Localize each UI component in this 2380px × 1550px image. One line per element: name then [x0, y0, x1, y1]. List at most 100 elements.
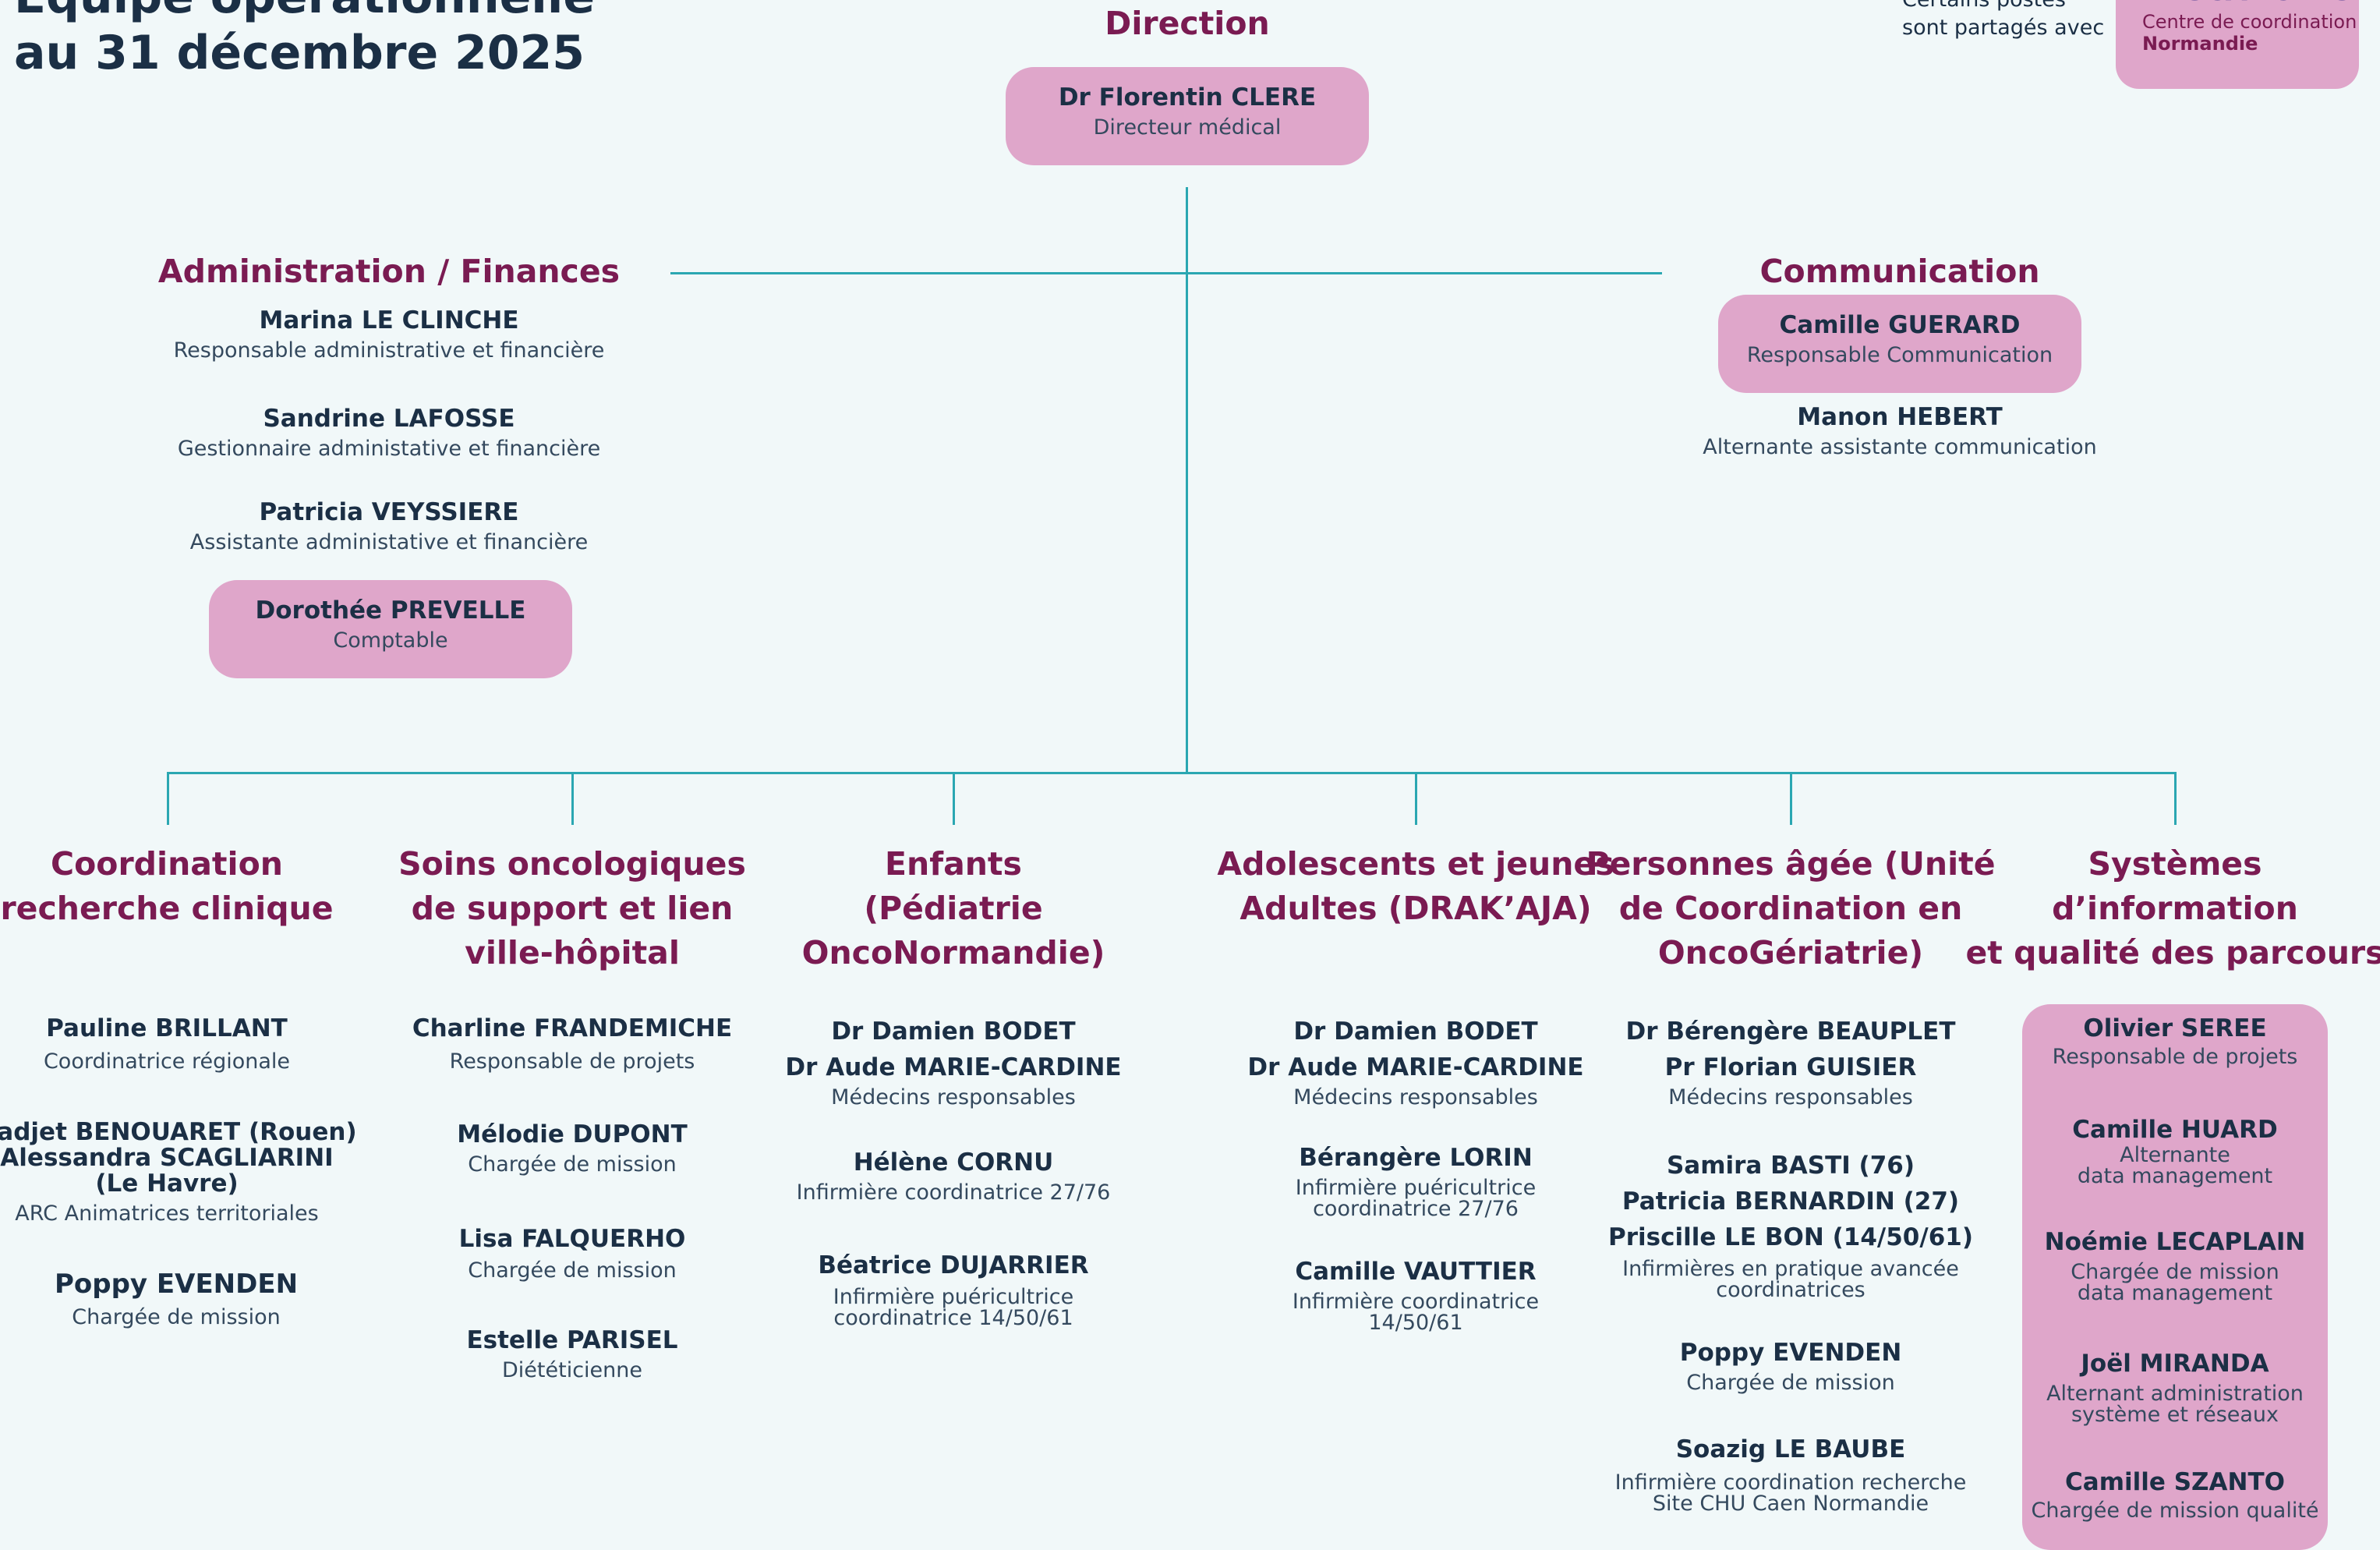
person-name: Alessandra SCAGLIARINI — [0, 1144, 334, 1172]
connector-drop-1 — [167, 772, 169, 825]
person-name: Bérangère LORIN — [1299, 1144, 1533, 1172]
information-systems-highlight-card: Olivier SEREE Responsable de projets Cam… — [2022, 1004, 2328, 1550]
column-person: Olivier SEREE Responsable de projets — [2022, 1014, 2328, 1067]
column-children: Enfants (Pédiatrie OncoNormandie) Dr Dam… — [727, 842, 1179, 1341]
column-heading: Adolescents et jeunes Adultes (DRAK’AJA) — [1190, 842, 1642, 931]
heading-line: ville-hôpital — [465, 934, 680, 971]
person-role: Médecins responsables — [831, 1085, 1076, 1109]
shared-note-line-1: Certains postes — [1902, 0, 2104, 14]
heading-line: Adolescents et jeunes — [1217, 845, 1614, 883]
heading-line: Soins oncologiques — [398, 845, 746, 883]
person-role: Coordinatrice régionale — [43, 1049, 291, 1074]
column-person: Dr Damien BODET Dr Aude MARIE-CARDINE Mé… — [727, 1014, 1179, 1108]
person-name: Sandrine LAFOSSE — [263, 405, 515, 433]
connector-drop-4 — [1415, 772, 1417, 825]
person-name: Patricia VEYSSIERE — [259, 498, 519, 526]
heading-line: Systèmes — [2088, 845, 2262, 883]
person-role: Médecins responsables — [1668, 1085, 1913, 1109]
direction-heading: Direction — [1105, 5, 1270, 42]
column-heading: Systèmes d’information et qualité des pa… — [1949, 842, 2380, 975]
admin-section: Administration / Finances Marina LE CLIN… — [151, 249, 627, 686]
column-person: Dr Bérengère BEAUPLET Pr Florian GUISIER… — [1565, 1014, 2017, 1108]
column-person: Bérangère LORIN Infirmière puéricultrice… — [1190, 1143, 1642, 1219]
person-name: Noémie LECAPLAIN — [2044, 1228, 2306, 1256]
column-person: Nadjet BENOUARET (Rouen) Alessandra SCAG… — [0, 1118, 393, 1225]
person-role: Assistante administative et financière — [189, 530, 589, 554]
person-role: Infirmière coordinatrice 27/76 — [796, 1180, 1111, 1205]
person-name: Estelle PARISEL — [466, 1326, 678, 1354]
heading-line: de support et lien — [411, 890, 734, 927]
heading-line: OncoNormandie) — [801, 934, 1105, 971]
person-role: Infirmière puéricultrice — [833, 1285, 1074, 1309]
connector-upper-branch — [670, 272, 1662, 274]
person-name: Camille VAUTTIER — [1295, 1258, 1537, 1286]
column-young-adults: Adolescents et jeunes Adultes (DRAK’AJA)… — [1190, 842, 1642, 1341]
connector-drop-6 — [2174, 772, 2177, 825]
person-name: Dr Bérengère BEAUPLET — [1625, 1017, 1956, 1046]
admin-person: Patricia VEYSSIERE Assistante administat… — [151, 497, 627, 553]
person-role: coordinatrice 14/50/61 — [833, 1306, 1073, 1330]
heading-line: Enfants — [885, 845, 1022, 883]
column-person: Soazig LE BAUBE Infirmière coordination … — [1565, 1435, 2017, 1514]
person-role: 14/50/61 — [1368, 1311, 1463, 1335]
logo-subtitle: Centre de coordination — [2142, 11, 2357, 33]
person-role: Alternant administration — [2046, 1382, 2304, 1406]
person-role: Infirmières en pratique avancée — [1622, 1257, 1959, 1281]
person-name: Camille HUARD — [2072, 1116, 2278, 1144]
admin-heading: Administration / Finances — [157, 253, 621, 290]
person-name: Béatrice DUJARRIER — [818, 1251, 1089, 1279]
page-title-line-2: au 31 décembre 2025 — [14, 26, 585, 80]
communication-highlight-card: Camille GUERARD Responsable Communicatio… — [1718, 295, 2081, 393]
person-role: Infirmière coordinatrice — [1292, 1290, 1540, 1314]
admin-person: Marina LE CLINCHE Responsable administra… — [151, 306, 627, 361]
person-name: Manon HEBERT — [1797, 403, 2003, 431]
logo-text: DESCANCERS — [2142, 0, 2352, 7]
column-coordination: Coordination recherche clinique Pauline … — [0, 842, 393, 1341]
heading-line: (Pédiatrie — [864, 890, 1043, 927]
column-person: Camille HUARD Alternante data management — [2022, 1115, 2328, 1187]
person-role: Chargée de mission — [72, 1305, 281, 1329]
column-person: Noémie LECAPLAIN Chargée de mission data… — [2022, 1227, 2328, 1304]
person-role: Médecins responsables — [1293, 1085, 1538, 1109]
column-person: Camille VAUTTIER Infirmière coordinatric… — [1190, 1257, 1642, 1333]
person-role: Alternante — [2120, 1143, 2230, 1167]
person-role: Chargée de mission — [1686, 1371, 1895, 1395]
direction-role: Directeur médical — [1093, 115, 1282, 140]
admin-highlight-card: Dorothée PREVELLE Comptable — [209, 580, 572, 678]
person-name: Dorothée PREVELLE — [255, 596, 526, 625]
communication-heading: Communication — [1759, 253, 2040, 290]
column-person: Hélène CORNU Infirmière coordinatrice 27… — [727, 1148, 1179, 1203]
heading-line: Personnes âgée (Unité — [1586, 845, 1996, 883]
communication-person: Manon HEBERT Alternante assistante commu… — [1662, 402, 2138, 458]
person-role: système et réseaux — [2071, 1403, 2279, 1427]
heading-line: d’information — [2052, 890, 2298, 927]
heading-line: OncoGériatrie) — [1657, 934, 1924, 971]
column-person: Charline FRANDEMICHE Responsable de proj… — [346, 1014, 798, 1072]
person-name: Poppy EVENDEN — [54, 1269, 299, 1300]
column-person: Poppy EVENDEN Chargée de mission — [1565, 1338, 2017, 1393]
person-name: Dr Aude MARIE-CARDINE — [1247, 1053, 1584, 1081]
column-heading: Soins oncologiques de support et lien vi… — [346, 842, 798, 975]
person-role: Site CHU Caen Normandie — [1652, 1492, 1929, 1516]
person-name: Dr Damien BODET — [1293, 1017, 1538, 1046]
heading-line: Coordination — [51, 845, 283, 883]
person-role: coordinatrice 27/76 — [1313, 1197, 1519, 1221]
shared-positions-note: Certains postes sont partagés avec — [1902, 0, 2104, 42]
person-name: Pauline BRILLANT — [46, 1014, 288, 1042]
column-information-systems: Systèmes d’information et qualité des pa… — [1949, 842, 2380, 1550]
person-name: Dr Aude MARIE-CARDINE — [785, 1053, 1122, 1081]
direction-name: Dr Florentin CLERE — [1058, 83, 1317, 111]
person-name: Soazig LE BAUBE — [1675, 1435, 1906, 1463]
person-role: Infirmière coordination recherche — [1614, 1470, 1967, 1495]
connector-lower-branch — [167, 772, 2177, 774]
person-name: Marina LE CLINCHE — [259, 306, 519, 334]
person-name: Nadjet BENOUARET (Rouen) — [0, 1118, 357, 1146]
connector-drop-5 — [1790, 772, 1792, 825]
heading-line: Adultes (DRAK’AJA) — [1240, 890, 1592, 927]
column-person: Estelle PARISEL Diététicienne — [346, 1325, 798, 1381]
person-name: Camille SZANTO — [2065, 1468, 2285, 1496]
person-role: data management — [2077, 1281, 2273, 1305]
person-name: Lisa FALQUERHO — [458, 1225, 686, 1253]
person-name: Charline FRANDEMICHE — [412, 1014, 733, 1042]
person-name: Olivier SEREE — [2083, 1014, 2267, 1042]
